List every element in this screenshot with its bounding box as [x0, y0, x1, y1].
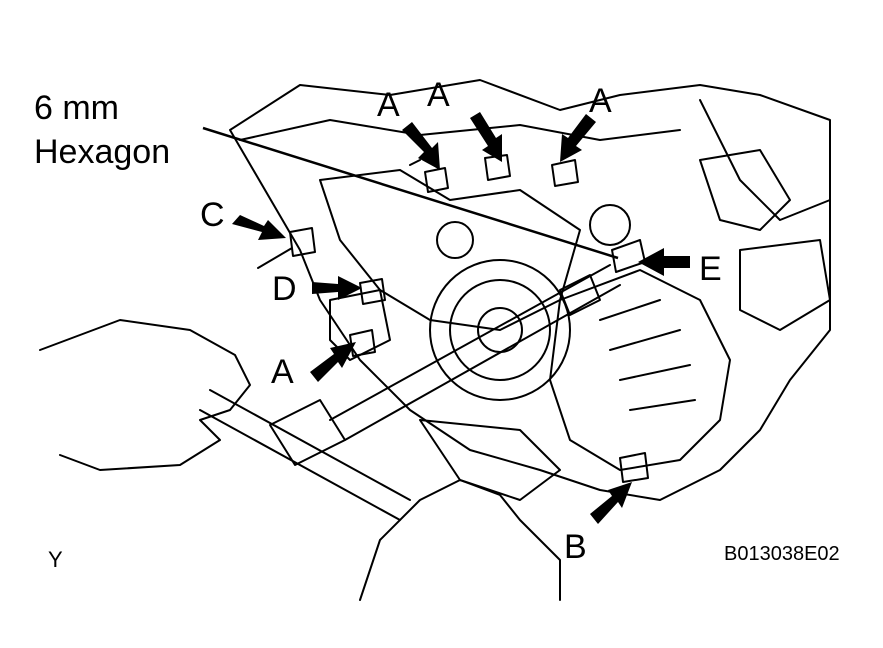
housing-edge-right — [699, 99, 831, 221]
t-handle-collar — [269, 399, 346, 466]
label-a2: A — [427, 76, 450, 114]
housing-edge-upper — [239, 119, 681, 141]
socket-joint — [559, 274, 601, 316]
arrow-a3 — [560, 114, 596, 162]
bolt-d — [359, 278, 386, 305]
crank-pulley-outer — [429, 259, 571, 401]
right-manifold — [739, 239, 831, 331]
label-c: C — [200, 196, 225, 234]
timing-cover — [319, 169, 581, 331]
t-handle-bar — [199, 389, 411, 521]
pump-ribs — [599, 299, 696, 411]
hand-right — [359, 479, 561, 601]
bolt-b — [619, 452, 649, 483]
arrow-a1 — [402, 122, 440, 170]
arrow-a2 — [470, 112, 502, 162]
engine-housing-outline — [229, 79, 831, 501]
label-e: E — [699, 250, 722, 288]
bracket-left — [329, 289, 391, 361]
extension-bar — [329, 264, 621, 441]
label-b: B — [564, 528, 587, 566]
boss-right — [589, 204, 631, 246]
arrow-a4 — [310, 342, 356, 382]
callout-leader-line — [202, 126, 619, 260]
arrow-d — [312, 276, 362, 300]
callout-label: 6 mm Hexagon — [34, 86, 170, 174]
figure-id: B013038E02 — [724, 543, 840, 565]
label-a4: A — [271, 353, 294, 391]
hand-left — [39, 319, 251, 471]
label-d: D — [272, 270, 297, 308]
bolt-c — [257, 227, 316, 269]
bolt-a3 — [551, 159, 579, 187]
corner-mark: Y — [48, 547, 63, 572]
arrow-b — [590, 482, 632, 524]
crank-pulley-mid — [449, 279, 551, 381]
bolt-a1 — [409, 159, 449, 193]
boss-upper — [436, 221, 474, 259]
label-a1: A — [377, 86, 400, 124]
label-a3: A — [589, 82, 612, 120]
arrow-e — [638, 248, 690, 276]
oil-pump-body — [549, 269, 731, 471]
arrow-c — [232, 215, 286, 240]
lower-block — [419, 419, 561, 501]
callout-line-2: Hexagon — [34, 133, 171, 171]
callout-line-1: 6 mm — [34, 89, 119, 127]
right-detail — [699, 149, 791, 231]
